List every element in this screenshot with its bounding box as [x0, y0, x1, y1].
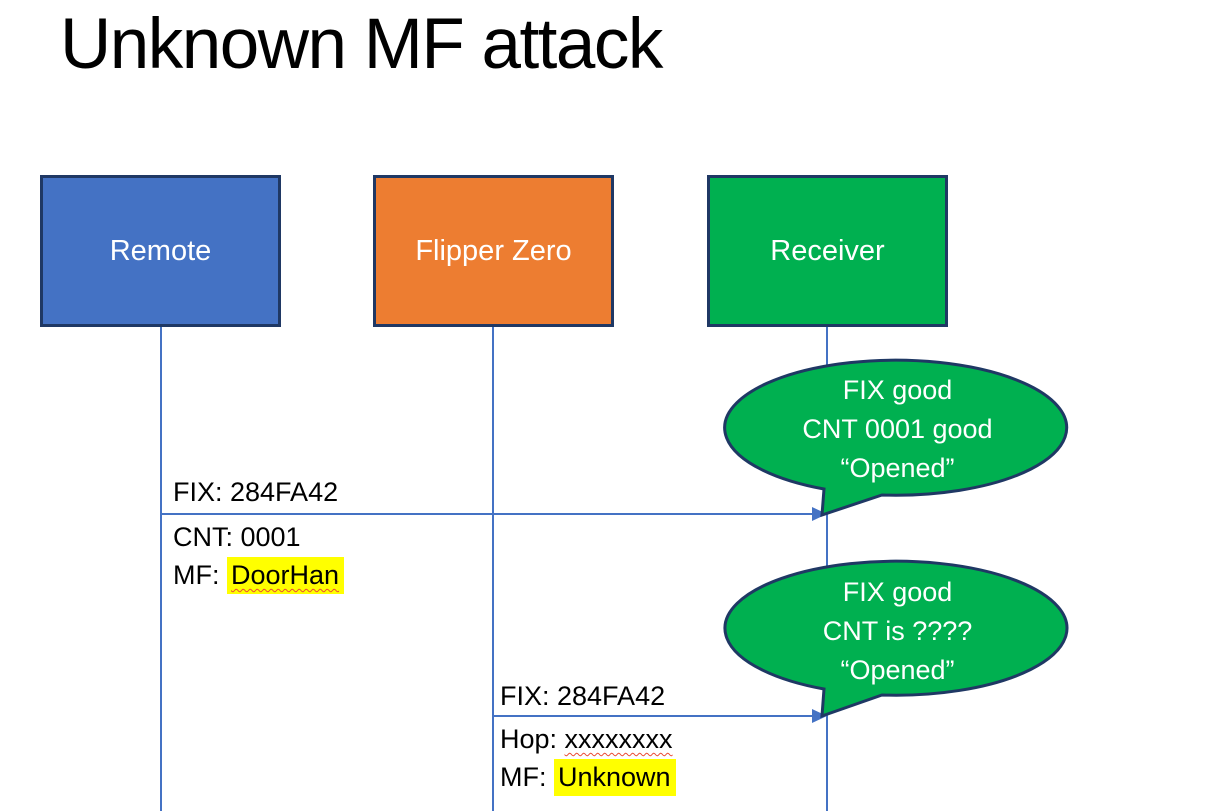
message-arrow-2-head-icon [812, 709, 827, 723]
message-2-hop-value: xxxxxxxx [564, 724, 673, 754]
actor-box-receiver: Receiver [707, 175, 948, 327]
message-2-label-above: FIX: 284FA42 [500, 681, 666, 711]
message-1-mf-value-highlighted: DoorHan [227, 557, 345, 594]
lifeline-flipper-zero [492, 327, 494, 811]
message-2-hop-line: Hop: xxxxxxxx [500, 720, 676, 758]
bubble-1-line-1: FIX good [842, 375, 953, 405]
message-1-cnt-prefix: CNT: [173, 522, 241, 552]
message-1-cnt-value: 0001 [240, 522, 301, 552]
message-arrow-1 [161, 513, 813, 515]
actor-label-flipper-zero: Flipper Zero [415, 234, 572, 267]
message-1-mf-prefix: MF: [173, 560, 227, 590]
message-arrow-2 [493, 715, 813, 717]
bubble-1-line-2: CNT 0001 good [802, 414, 993, 444]
message-2-labels-below: Hop: xxxxxxxx MF: Unknown [500, 720, 676, 796]
message-1-label-above: FIX: 284FA42 [173, 477, 339, 507]
actor-label-receiver: Receiver [770, 234, 885, 267]
message-1-mf-line: MF: DoorHan [173, 556, 345, 594]
message-1-cnt-line: CNT: 0001 [173, 518, 344, 556]
message-2-mf-prefix: MF: [500, 762, 554, 792]
actor-label-remote: Remote [109, 234, 212, 267]
bubble-1-line-3: “Opened” [840, 453, 955, 483]
bubble-2-line-1: FIX good [842, 577, 953, 607]
message-2-mf-line: MF: Unknown [500, 758, 676, 796]
lifeline-remote [160, 327, 162, 811]
message-2-hop-prefix: Hop: [500, 724, 565, 754]
speech-bubble-2-text: FIX good CNT is ???? “Opened” [727, 573, 1068, 690]
actor-box-remote: Remote [40, 175, 281, 327]
bubble-2-line-2: CNT is ???? [822, 616, 973, 646]
bubble-2-line-3: “Opened” [840, 655, 955, 685]
message-arrow-1-head-icon [812, 507, 827, 521]
message-1-labels-below: CNT: 0001 MF: DoorHan [173, 518, 345, 594]
actor-box-flipper-zero: Flipper Zero [373, 175, 614, 327]
speech-bubble-1-text: FIX good CNT 0001 good “Opened” [727, 371, 1068, 488]
message-2-mf-value-highlighted: Unknown [554, 759, 676, 796]
slide-title: Unknown MF attack [60, 5, 663, 84]
